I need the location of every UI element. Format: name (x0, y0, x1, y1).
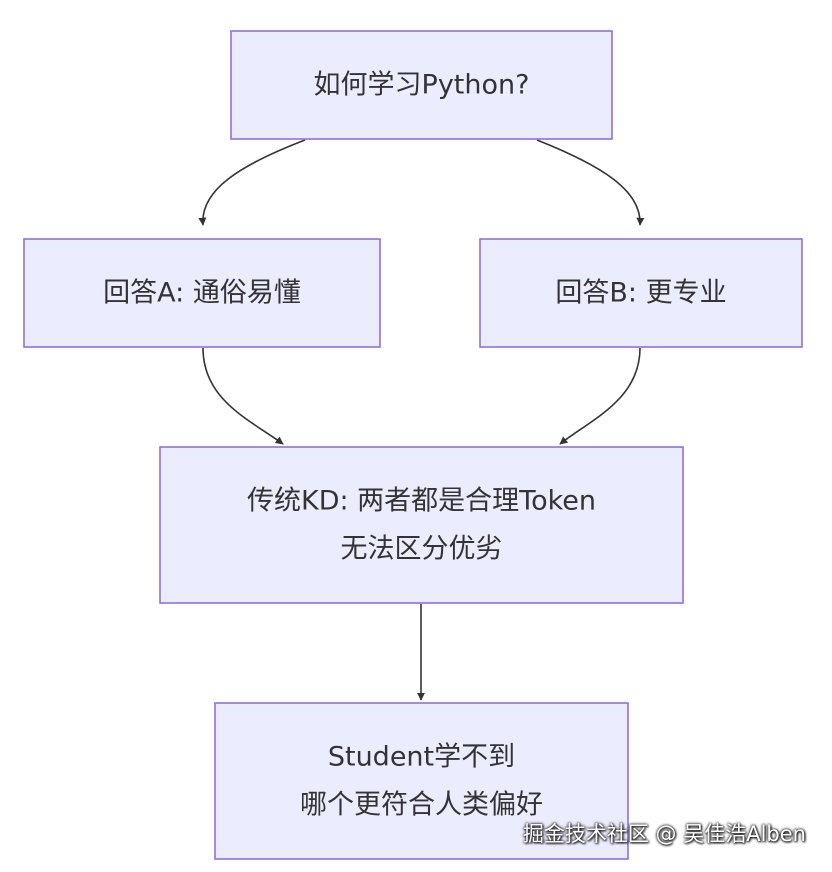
node-traditional-kd-line-1: 传统KD: 两者都是合理Token (247, 486, 596, 517)
node-answer-a-label: 回答A: 通俗易懂 (103, 278, 301, 309)
edge-answer-b-to-traditional-kd (559, 347, 641, 445)
edge-question-to-answer-b (536, 139, 645, 226)
node-answer-b-label: 回答B: 更专业 (555, 278, 726, 309)
node-question[interactable]: 如何学习Python? (230, 30, 613, 140)
watermark: 掘金技术社区 @ 吴佳浩Alben (522, 822, 806, 846)
node-question-box (230, 30, 613, 140)
edge-answer-a-to-traditional-kd (202, 347, 284, 445)
node-traditional-kd-line-2: 无法区分优劣 (341, 534, 503, 565)
node-answer-a[interactable]: 回答A: 通俗易懂 (23, 238, 381, 348)
node-answer-b-box (479, 238, 803, 348)
node-traditional-kd[interactable]: 传统KD: 两者都是合理Token 无法区分优劣 (159, 446, 684, 604)
node-student[interactable]: Student学不到 哪个更符合人类偏好 (214, 702, 629, 860)
node-answer-b[interactable]: 回答B: 更专业 (479, 238, 803, 348)
node-student-line-2: 哪个更符合人类偏好 (300, 790, 543, 821)
node-student-line-1: Student学不到 (328, 742, 515, 773)
node-question-label: 如何学习Python? (314, 70, 530, 101)
node-student-box (214, 702, 629, 860)
edge-question-to-answer-a (198, 139, 306, 226)
node-answer-a-box (23, 238, 381, 348)
node-traditional-kd-box (159, 446, 684, 604)
